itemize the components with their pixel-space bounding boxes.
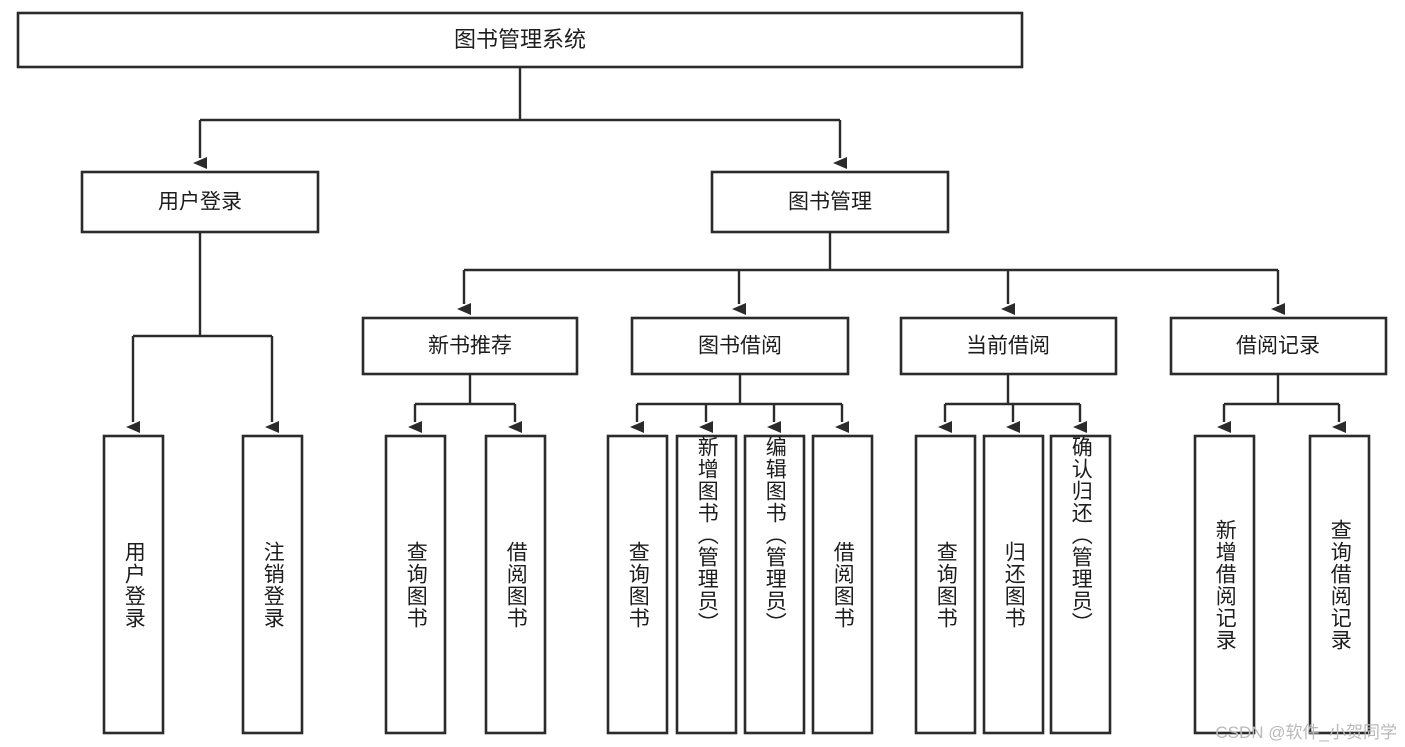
node-leaf-add-record-box[interactable] [1193, 434, 1256, 735]
node-user-login-label: 用户登录 [158, 191, 242, 214]
node-borrow-record-label: 借阅记录 [1236, 335, 1320, 358]
node-book-manage-label: 图书管理 [788, 191, 872, 214]
node-leaf-query-record-box[interactable] [1308, 434, 1371, 735]
node-book-manage[interactable]: 图书管理 [710, 170, 950, 234]
node-leaf-edit-book-box[interactable] [743, 434, 806, 735]
node-leaf-query-book-2-box[interactable] [606, 434, 669, 735]
node-current-borrow-box[interactable] [899, 316, 1118, 376]
node-root-box[interactable] [16, 11, 1024, 69]
node-leaf-add-book-box[interactable] [675, 434, 738, 735]
node-leaf-query-book-1-box[interactable] [384, 434, 447, 735]
node-new-book-rec-label: 新书推荐 [428, 335, 512, 358]
connector-group-book-borrow [630, 374, 849, 433]
node-book-borrow-label: 图书借阅 [698, 335, 782, 358]
node-current-borrow[interactable]: 当前借阅 [899, 316, 1118, 376]
node-root[interactable]: 图书管理系统 [16, 11, 1024, 69]
watermark: CSDN @软件_小贺同学 [1215, 723, 1397, 742]
node-borrow-record[interactable]: 借阅记录 [1169, 316, 1388, 376]
node-root-label: 图书管理系统 [454, 27, 586, 52]
node-user-login-box[interactable] [80, 170, 320, 234]
connector-group-book-manage [457, 232, 1285, 315]
node-borrow-record-box[interactable] [1169, 316, 1388, 376]
node-book-borrow[interactable]: 图书借阅 [630, 316, 850, 376]
node-book-borrow-box[interactable] [630, 316, 850, 376]
node-leaf-query-book-3-box[interactable] [914, 434, 977, 735]
connector-group-current-borrow [938, 374, 1087, 433]
node-leaf-return-book-box[interactable] [982, 434, 1045, 735]
node-leaf-user-login-box[interactable] [102, 434, 165, 735]
connector-group-root [193, 67, 847, 169]
connector-group-new-book-rec [408, 374, 522, 433]
node-new-book-rec[interactable]: 新书推荐 [361, 316, 579, 376]
node-user-login[interactable]: 用户登录 [80, 170, 320, 234]
node-leaf-borrow-book-2-box[interactable] [811, 434, 874, 735]
connector-group-borrow-record [1217, 374, 1346, 433]
node-book-manage-box[interactable] [710, 170, 950, 234]
node-current-borrow-label: 当前借阅 [966, 335, 1050, 358]
connector-group-user-login [126, 232, 279, 433]
node-leaf-borrow-book-1-box[interactable] [484, 434, 547, 735]
node-new-book-rec-box[interactable] [361, 316, 579, 376]
node-leaf-confirm-return-box[interactable] [1049, 434, 1112, 735]
node-leaf-user-logout-box[interactable] [241, 434, 304, 735]
